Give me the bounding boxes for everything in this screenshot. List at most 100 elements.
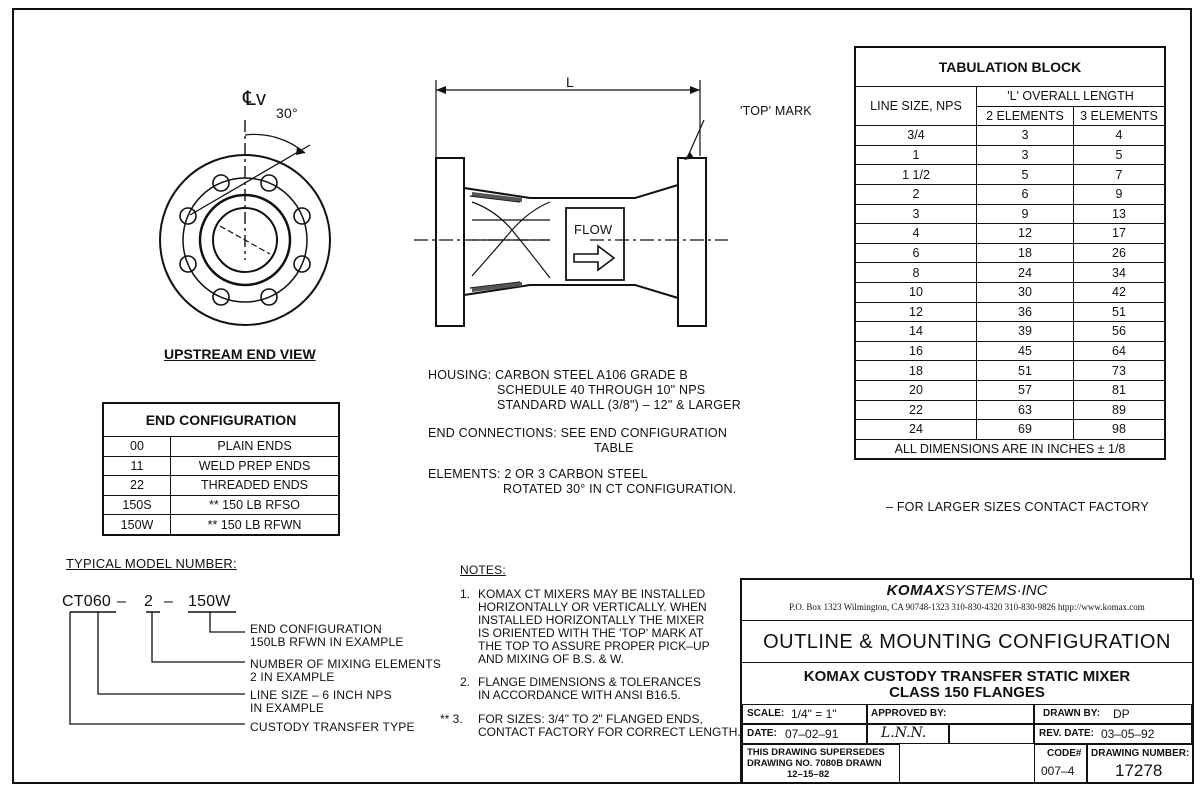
note-1-line: THE TOP TO ASSURE PROPER PICK–UP [478,639,710,653]
angle-arc [244,133,306,154]
note-2-line: FLANGE DIMENSIONS & TOLERANCES [478,675,701,689]
left-flange [435,157,465,327]
tabulation-block: TABULATION BLOCK LINE SIZE, NPS 'L' OVER… [854,46,1166,461]
company-name-bold: KOMAX [886,582,945,599]
note-3-line: CONTACT FACTORY FOR CORRECT LENGTH. [478,725,741,739]
end-desc: ** 150 LB RFSO [170,494,340,516]
dim-arrow-right [690,86,700,94]
model-dash-1: – [117,593,127,610]
end-connections-line-1: END CONNECTIONS: SEE END CONFIGURATION [428,426,728,440]
code-cell: CODE# 007–4 [1034,744,1088,782]
tabulation-title: TABULATION BLOCK [854,46,1166,87]
length-2: 24 [976,262,1074,283]
bolt-hole [179,207,197,225]
note-2-line: IN ACCORDANCE WITH ANSI B16.5. [478,688,681,702]
line-size: 8 [854,262,977,283]
length-3: 26 [1073,242,1166,264]
rev-date-cell: REV. DATE: 03–05–92 [1034,724,1192,744]
end-view-drawing [159,120,331,326]
main-title: OUTLINE & MOUNTING CONFIGURATION [763,631,1171,653]
length-3: 64 [1073,340,1166,362]
model-dash-2: – [164,593,174,610]
note-1-line: IS ORIENTED WITH THE 'TOP' MARK AT [478,626,704,640]
length-2: 51 [976,360,1074,381]
line-size: 14 [854,321,977,342]
end-desc: PLAIN ENDS [170,436,340,457]
table-row: 150S** 150 LB RFSO [102,494,340,516]
housing-line-1: HOUSING: CARBON STEEL A106 GRADE B [428,368,688,382]
elements-line-1: ELEMENTS: 2 OR 3 CARBON STEEL [428,467,648,481]
line-size: 4 [854,223,977,244]
line-size: 24 [854,419,977,440]
length-2: 3 [976,125,1074,146]
line-size: 3 [854,203,977,225]
top-mark-arrowhead [684,152,694,160]
callout-line-size-2: IN EXAMPLE [250,701,325,715]
code-value: 007–4 [1041,764,1075,778]
length-3: 51 [1073,301,1166,323]
length-label: L [566,74,574,90]
note-3-mark: ** 3. [440,712,463,726]
length-3: 4 [1073,125,1166,146]
callout-elements-2: 2 IN EXAMPLE [250,670,335,684]
line-size: 6 [854,242,977,264]
bolt-hole [260,174,278,192]
table-row: 150W** 150 LB RFWN [102,514,340,536]
bolt-hole [260,288,278,306]
angle-label: 30° [276,105,298,121]
top-mark-leader [687,119,705,157]
length-3: 73 [1073,360,1166,381]
line-size: 3/4 [854,125,977,146]
length-3: 34 [1073,262,1166,283]
model-part-end: 150W [188,593,231,610]
length-2: 39 [976,321,1074,342]
end-code: 11 [102,455,171,477]
weld-hatch [472,192,522,292]
end-view-title: UPSTREAM END VIEW [164,346,316,362]
end-configuration-title: END CONFIGURATION [102,402,340,437]
right-flange [677,157,707,327]
callout-line-size-1: LINE SIZE – 6 INCH NPS [250,688,392,702]
end-code: 150W [102,514,171,536]
centerline-label: ℄v [243,88,267,110]
code-label: CODE# [1047,748,1082,759]
note-3-line: FOR SIZES: 3/4" TO 2" FLANGED ENDS, [478,712,703,726]
approved-label: APPROVED BY: [871,708,947,719]
signature-cell: L.N.N. [866,724,950,744]
line-size: 2 [854,183,977,205]
line-size: 1 1/2 [854,164,977,185]
weld-neck-lines [469,195,521,289]
notes-heading: NOTES: [460,563,506,577]
date-label: DATE: [747,728,777,739]
flow-label: FLOW [574,222,613,237]
length-3: 13 [1073,203,1166,225]
drawn-cell: DRAWN BY: DP [1034,704,1192,724]
rev-value: 03–05–92 [1101,727,1155,741]
drawing-number-label: DRAWING NUMBER: [1091,748,1190,759]
note-1-mark: 1. [460,587,471,601]
end-code: 00 [102,436,171,457]
length-3: 98 [1073,419,1166,440]
flow-arrow-icon [573,244,616,272]
length-2: 12 [976,223,1074,244]
end-code: 22 [102,475,171,496]
line-size: 22 [854,399,977,421]
flow-box [565,207,625,281]
end-code: 150S [102,494,171,516]
sub-title-1: KOMAX CUSTODY TRANSFER STATIC MIXER [803,668,1131,685]
title-block: KOMAXSYSTEMS·INC P.O. Box 1323 Wilmingto… [740,578,1194,784]
length-3: 17 [1073,223,1166,244]
note-2-mark: 2. [460,675,471,689]
callout-custody: CUSTODY TRANSFER TYPE [250,720,415,734]
